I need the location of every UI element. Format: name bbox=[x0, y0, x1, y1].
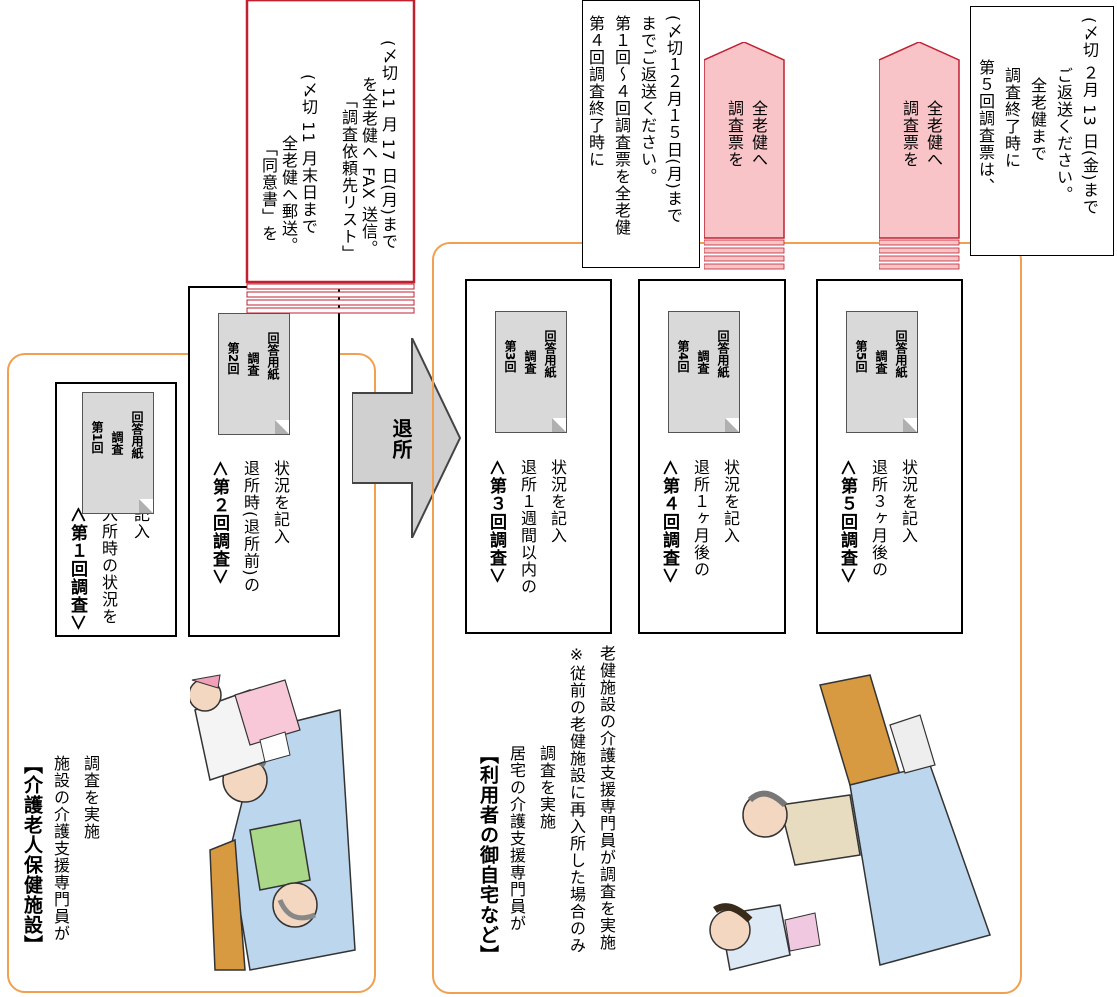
return-notice-5-line1: 第５回調査票は、 bbox=[976, 59, 995, 195]
home-line2: 調査を実施 bbox=[537, 745, 556, 830]
survey5-title: ＜第５回調査＞ bbox=[837, 459, 857, 585]
return-notice-5-line5: (〆切 ２月 13 日(金)まで bbox=[1080, 17, 1099, 216]
survey4-line2: 状況を記入 bbox=[721, 459, 740, 544]
survey4-line1: 退所１ヶ月後の bbox=[691, 459, 710, 578]
send-callout-5-shape bbox=[879, 42, 960, 270]
discharge-arrow-label: 退所 bbox=[389, 418, 413, 460]
home-note2: 老健施設の介護支援専門員が調査を実施 bbox=[597, 645, 616, 951]
facility-heading: 【介護老人保健施設】 bbox=[21, 755, 43, 955]
survey4-sheet-label-3: 回答用紙 bbox=[716, 330, 730, 378]
agreement-line4: 「調査依頼先リスト」 bbox=[339, 92, 358, 262]
agreement-line6: (〆切 11 月 17 日(月)まで bbox=[379, 40, 398, 250]
agreement-line3: (〆切 11 月末日まで bbox=[299, 74, 318, 235]
agreement-callout-shape bbox=[245, 0, 416, 314]
send-callout-5-line2: 全老健へ bbox=[924, 100, 943, 168]
home-note1: ※従前の老健施設に再入所した場合のみ bbox=[567, 645, 586, 954]
survey1-sheet-label-2: 調査 bbox=[110, 431, 124, 455]
send-callout-4-line2: 全老健へ bbox=[749, 100, 768, 168]
survey3-line2: 状況を記入 bbox=[548, 459, 567, 544]
survey5-sheet-label-3: 回答用紙 bbox=[894, 330, 908, 378]
survey2-sheet-label-2: 調査 bbox=[246, 352, 260, 376]
survey3-line1: 退所１週間以内の bbox=[518, 459, 537, 595]
survey2-sheet-label-3: 回答用紙 bbox=[266, 332, 280, 380]
survey3-sheet-label-3: 回答用紙 bbox=[543, 330, 557, 378]
return-notice-4-line3: までご返送ください。 bbox=[638, 15, 657, 185]
survey5-sheet-label-1: 第5回 bbox=[854, 340, 868, 373]
agreement-line1: 「同意書」を bbox=[259, 140, 278, 242]
return-notice-5: 第５回調査票は、 調査終了時に 全老健まで ご返送ください。 (〆切 ２月 13… bbox=[970, 6, 1114, 256]
survey3-sheet-label-2: 調査 bbox=[523, 350, 537, 374]
return-notice-5-line4: ご返送ください。 bbox=[1054, 67, 1073, 203]
survey3-box: ＜第３回調査＞ 退所１週間以内の 状況を記入 第3回 調査 回答用紙 bbox=[465, 279, 612, 634]
survey2-box: ＜第２回調査＞ 退所時(退所前)の 状況を記入 第2回 調査 回答用紙 bbox=[188, 286, 340, 637]
survey2-line2: 状況を記入 bbox=[271, 460, 290, 545]
survey1-sheet-label-3: 回答用紙 bbox=[130, 411, 144, 459]
facility-line2: 調査を実施 bbox=[81, 755, 100, 840]
survey2-sheet-icon: 第2回 調査 回答用紙 bbox=[218, 313, 290, 435]
survey3-sheet-icon: 第3回 調査 回答用紙 bbox=[495, 311, 567, 433]
survey4-title: ＜第４回調査＞ bbox=[659, 459, 679, 585]
survey4-sheet-icon: 第4回 調査 回答用紙 bbox=[668, 311, 740, 433]
survey4-sheet-label-1: 第4回 bbox=[676, 340, 690, 373]
survey4-box: ＜第４回調査＞ 退所１ヶ月後の 状況を記入 第4回 調査 回答用紙 bbox=[638, 279, 786, 634]
survey5-box: ＜第５回調査＞ 退所３ヶ月後の 状況を記入 第5回 調査 回答用紙 bbox=[816, 279, 963, 634]
survey3-sheet-label-1: 第3回 bbox=[503, 340, 517, 373]
return-notice-4-line2: 第１回～４回調査票を全老健 bbox=[612, 15, 631, 236]
survey2-line1: 退所時(退所前)の bbox=[241, 460, 260, 594]
survey5-sheet-label-2: 調査 bbox=[874, 350, 888, 374]
return-notice-4-line1: 第４回調査終了時に bbox=[586, 15, 605, 168]
survey2-sheet-label-1: 第2回 bbox=[226, 342, 240, 375]
survey1-box: ＜第１回調査＞ 入所時の状況を 記入 第1回 調査 回答用紙 bbox=[55, 382, 177, 637]
nursing-care-illustration bbox=[190, 674, 356, 971]
send-callout-5-line1: 調査票を bbox=[900, 100, 919, 168]
survey1-line2: 記入 bbox=[131, 506, 150, 540]
send-callout-4-shape bbox=[704, 42, 785, 270]
home-line1: 居宅の介護支援専門員が bbox=[507, 745, 526, 932]
survey5-line2: 状況を記入 bbox=[899, 459, 918, 544]
survey1-line1: 入所時の状況を bbox=[99, 506, 118, 625]
survey1-sheet-label-1: 第1回 bbox=[90, 421, 104, 454]
survey1-title: ＜第１回調査＞ bbox=[67, 506, 87, 632]
home-visit-illustration bbox=[709, 674, 991, 971]
send-callout-4-line1: 調査票を bbox=[725, 100, 744, 168]
survey5-line1: 退所３ヶ月後の bbox=[869, 459, 888, 578]
agreement-line5: を全老健へ FAX 送信。 bbox=[359, 76, 378, 257]
return-notice-4: 第４回調査終了時に 第１回～４回調査票を全老健 までご返送ください。 (〆切１２… bbox=[582, 0, 700, 268]
survey4-sheet-label-2: 調査 bbox=[696, 350, 710, 374]
facility-line1: 施設の介護支援専門員が bbox=[51, 755, 70, 942]
return-notice-5-line3: 全老健まで bbox=[1028, 77, 1047, 162]
home-heading: 【利用者の御自宅など】 bbox=[477, 745, 499, 965]
survey5-sheet-icon: 第5回 調査 回答用紙 bbox=[846, 311, 918, 433]
survey2-title: ＜第２回調査＞ bbox=[209, 460, 229, 586]
survey1-sheet-icon: 第1回 調査 回答用紙 bbox=[82, 392, 154, 514]
survey3-title: ＜第３回調査＞ bbox=[486, 459, 506, 585]
return-notice-4-line4: (〆切１２月１５日(月)まで bbox=[664, 15, 683, 224]
agreement-line2: 全老健へ郵送。 bbox=[279, 135, 298, 254]
return-notice-5-line2: 調査終了時に bbox=[1002, 67, 1021, 169]
